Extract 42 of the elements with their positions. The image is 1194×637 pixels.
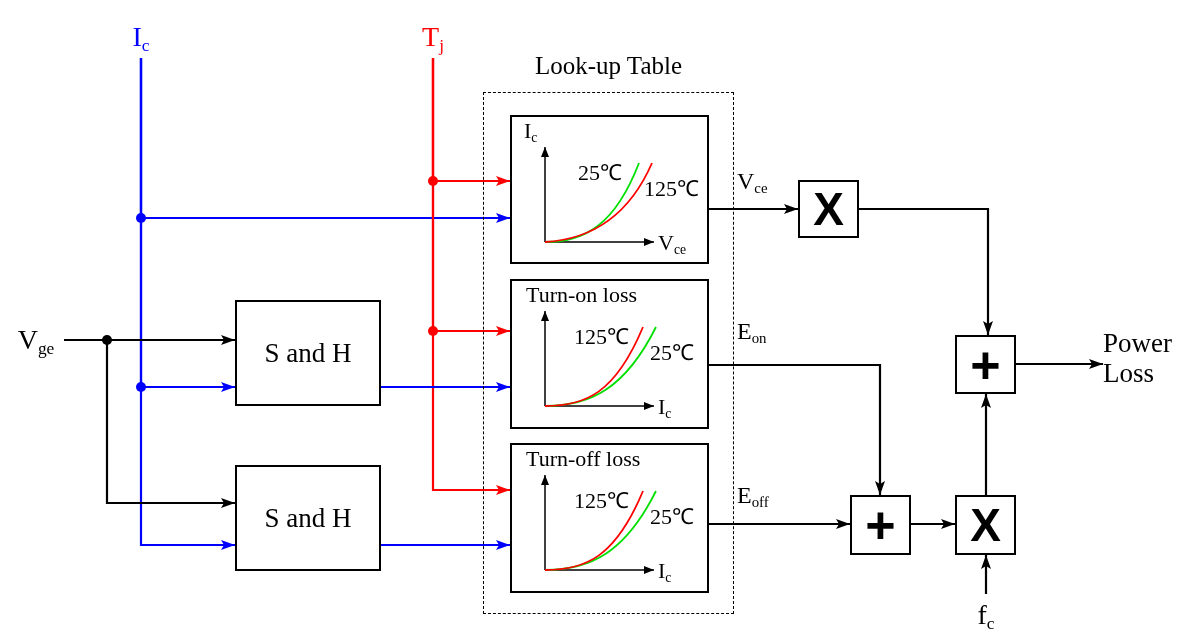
arrow <box>709 519 850 529</box>
curve-label: 25℃ <box>650 341 694 366</box>
arrow <box>381 540 510 550</box>
arrow <box>981 394 991 495</box>
arrow <box>911 519 955 529</box>
curve-label: 25℃ <box>650 505 694 530</box>
arrow <box>981 555 991 594</box>
sample-hold-box: S and H <box>235 300 381 406</box>
curve-label: 125℃ <box>574 489 629 514</box>
axis-label: I$_{c}$ <box>658 395 672 420</box>
curve-label: 125℃ <box>574 325 629 350</box>
signal-label: I$_{c}$ <box>118 16 164 58</box>
sum-block: + <box>850 495 911 555</box>
chart-title: Turn-off loss <box>526 447 641 472</box>
arrow <box>1016 359 1103 369</box>
signal-label: Power Loss <box>1103 326 1194 392</box>
group-heading: Look-up Table <box>533 52 684 80</box>
curve-label: 125℃ <box>644 177 699 202</box>
lookup-chart-box <box>510 279 709 429</box>
edge-label: E$_{on}$ <box>737 318 767 345</box>
chart-title: Turn-on loss <box>526 283 638 308</box>
arrow <box>709 204 798 214</box>
sample-hold-box: S and H <box>235 465 381 571</box>
arrow <box>709 363 885 495</box>
edge-label: E$_{off}$ <box>737 482 769 509</box>
arrow <box>859 207 993 335</box>
multiply-block: X <box>798 180 859 238</box>
curve-label: 25℃ <box>578 161 622 186</box>
axis-label: I$_{c}$ <box>524 119 538 144</box>
lookup-chart-box <box>510 115 709 264</box>
signal-label: f$_{c}$ <box>968 594 1004 636</box>
signal-label: V$_{ge}$ <box>8 318 64 362</box>
axis-label: I$_{c}$ <box>658 559 672 584</box>
multiply-block: X <box>955 495 1016 555</box>
signal-label: T$_{j}$ <box>410 16 456 58</box>
arrow <box>381 382 510 392</box>
edge-label: V$_{ce}$ <box>737 168 768 195</box>
sum-block: + <box>955 335 1016 394</box>
arrow <box>139 58 235 550</box>
arrow <box>431 58 510 495</box>
axis-label: V$_{ce}$ <box>658 231 686 256</box>
lookup-chart-box <box>510 443 709 593</box>
